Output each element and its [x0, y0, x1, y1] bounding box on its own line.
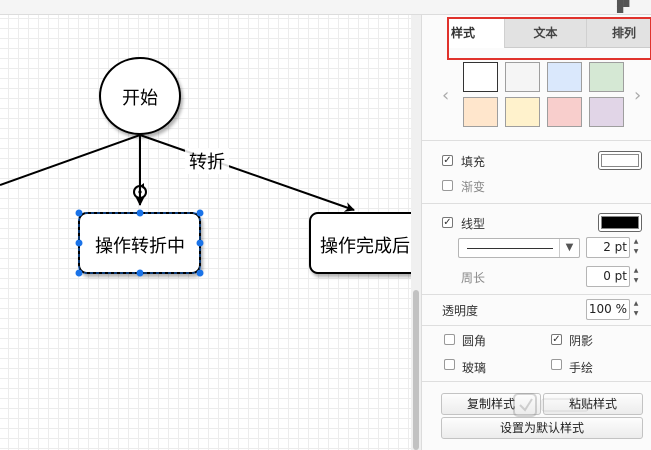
line-width-input[interactable]: 2 pt [586, 237, 630, 258]
opacity-input[interactable]: 100 % [586, 299, 630, 320]
diagram-canvas[interactable]: 开始 转折 操作转折中 操作完成后 [0, 0, 411, 450]
canvas-scrollbar-thumb[interactable] [413, 290, 419, 450]
line-pattern-select[interactable]: ▼ [458, 238, 580, 258]
swatch-green[interactable] [589, 62, 624, 92]
fill-checkbox[interactable]: ✓ [442, 155, 453, 166]
glass-checkbox[interactable] [444, 359, 455, 370]
glass-label: 玻璃 [462, 361, 487, 375]
opacity-label: 透明度 [442, 304, 479, 318]
fill-label: 填充 [461, 155, 486, 169]
handle-s[interactable] [136, 269, 144, 277]
format-panel: 样式 文本 排列 ‹ › ✓ 填充 渐变 ✓ 线型 ▼ 2 pt ▲▼ 周长 0… [421, 15, 651, 450]
line-pattern-preview [467, 248, 553, 249]
divider [422, 294, 651, 295]
divider [422, 325, 651, 326]
sketch-checkbox[interactable] [551, 359, 562, 370]
top-toolbar-strip: ▆▆ ▆ [0, 0, 651, 15]
chevron-right-icon[interactable]: › [634, 85, 642, 106]
handle-n[interactable] [136, 209, 144, 217]
node-start[interactable] [99, 57, 181, 135]
selection-handles[interactable] [75, 209, 204, 277]
rounded-label: 圆角 [462, 334, 487, 348]
swatch-yellow[interactable] [505, 97, 540, 127]
line-width-stepper[interactable]: ▲▼ [633, 238, 639, 255]
line-color-swatch [601, 216, 639, 229]
perimeter-label: 周长 [461, 271, 486, 285]
diagram-svg [0, 57, 411, 277]
edge-start-left[interactable] [0, 134, 141, 186]
tabs-highlight-box [447, 17, 651, 60]
rounded-checkbox[interactable] [444, 334, 455, 345]
divider [422, 381, 651, 382]
copy-style-button[interactable]: 复制样式 [441, 393, 541, 415]
perimeter-input[interactable]: 0 pt [586, 266, 630, 287]
edge-label: 转折 [185, 148, 229, 174]
node-start-label: 开始 [122, 88, 158, 109]
fill-color-swatch [601, 154, 639, 167]
swatch-white[interactable] [463, 62, 498, 92]
handle-ne[interactable] [196, 209, 204, 217]
swatch-gray[interactable] [505, 62, 540, 92]
swatch-red[interactable] [547, 97, 582, 127]
handle-se[interactable] [196, 269, 204, 277]
edge-start-done[interactable] [139, 134, 355, 212]
shadow-label: 阴影 [569, 334, 594, 348]
gradient-label: 渐变 [461, 180, 486, 194]
handle-e[interactable] [196, 239, 204, 247]
handle-sw[interactable] [75, 269, 83, 277]
fill-color-picker[interactable] [598, 151, 642, 170]
node-done-label: 操作完成后 [320, 236, 410, 257]
tab-arrange[interactable]: 排列 [587, 19, 650, 48]
node-in-progress-label: 操作转折中 [95, 236, 185, 257]
swatch-blue[interactable] [547, 62, 582, 92]
divider [422, 203, 651, 204]
handle-nw[interactable] [75, 209, 83, 217]
gradient-checkbox[interactable] [442, 180, 453, 191]
paste-style-button[interactable]: 粘贴样式 [543, 393, 643, 415]
chevron-left-icon[interactable]: ‹ [442, 85, 450, 106]
toolbar-grid-icon[interactable]: ▆▆ ▆ [617, 0, 630, 13]
divider [422, 140, 651, 141]
tab-text[interactable]: 文本 [505, 19, 587, 48]
tab-style[interactable]: 样式 [449, 19, 505, 48]
opacity-stepper[interactable]: ▲▼ [633, 300, 639, 317]
rotate-handle-icon[interactable] [133, 183, 147, 199]
swatch-orange[interactable] [463, 97, 498, 127]
shadow-checkbox[interactable]: ✓ [551, 334, 562, 345]
line-color-picker[interactable] [598, 213, 642, 232]
handle-w[interactable] [75, 239, 83, 247]
set-default-style-button[interactable]: 设置为默认样式 [441, 417, 643, 439]
swatch-purple[interactable] [589, 97, 624, 127]
canvas-scrollbar[interactable] [411, 15, 421, 450]
node-done[interactable] [309, 212, 411, 274]
perimeter-stepper[interactable]: ▲▼ [633, 267, 639, 284]
sketch-label: 手绘 [569, 361, 594, 375]
dropdown-arrow-icon[interactable]: ▼ [559, 239, 579, 257]
line-label: 线型 [461, 217, 486, 231]
line-checkbox[interactable]: ✓ [442, 217, 453, 228]
